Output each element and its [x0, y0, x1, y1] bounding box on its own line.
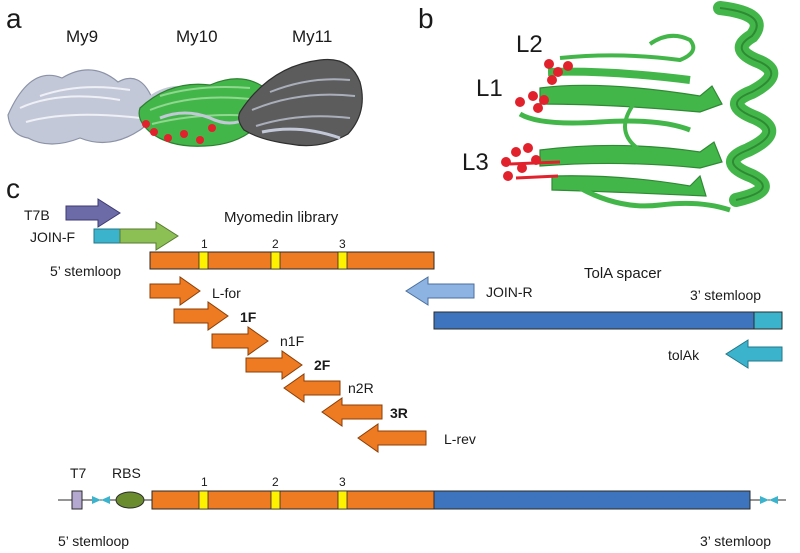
construct-t7-promoter	[71, 490, 83, 510]
primer-arrow-tolak	[725, 339, 783, 369]
tola-spacer-bar	[433, 311, 783, 330]
primer-label-l-rev: L-rev	[444, 431, 476, 447]
primer-arrow-n2r	[283, 373, 341, 403]
construct-rbs	[115, 491, 145, 509]
primer-label-tolak: tolAk	[668, 347, 700, 363]
construct-tola-segment	[433, 490, 751, 510]
primer-arrow-l-for	[149, 276, 201, 306]
panel-b: b L2 L1 L3	[418, 1, 779, 213]
primer-arrow-join-f	[93, 221, 179, 251]
library-title: Myomedin library	[224, 209, 339, 226]
primer-label-n2r: n2R	[348, 380, 374, 396]
construct-loop-number-1: 1	[201, 475, 208, 489]
construct-stemloop-5-label: 5’ stemloop	[58, 533, 129, 549]
library-loop-3	[337, 251, 348, 270]
loop-label-l1: L1	[476, 75, 503, 102]
loop-number-1: 1	[201, 237, 208, 251]
primer-label-join-r: JOIN-R	[486, 284, 533, 300]
panel-a: a My9 My10 My11	[6, 3, 363, 147]
panel-b-letter: b	[418, 3, 434, 34]
label-my10: My10	[176, 27, 218, 46]
primer-label-t7b: T7B	[24, 207, 50, 223]
label-my11: My11	[292, 27, 332, 46]
panel-a-letter: a	[6, 3, 22, 34]
myomedin-domain-structure	[501, 1, 779, 213]
construct-loop-number-2: 2	[272, 475, 279, 489]
construct-loop-3	[337, 490, 348, 510]
panel-c-letter: c	[6, 173, 20, 204]
primer-label-n1f: n1F	[280, 333, 304, 349]
loop-label-l2: L2	[516, 31, 543, 58]
construct-library-segment	[151, 490, 435, 510]
my11-domain-structure	[238, 58, 363, 147]
primer-arrow-l-rev	[357, 423, 427, 453]
spacer-title: TolA spacer	[584, 265, 662, 282]
primer-arrow-t7b	[65, 198, 121, 228]
library-bar	[149, 251, 435, 270]
construct-stemloop-3-label: 3’ stemloop	[700, 533, 771, 549]
primer-label-3r: 3R	[390, 405, 408, 421]
loop-number-2: 2	[272, 237, 279, 251]
stemloop-5-label: 5’ stemloop	[50, 263, 121, 279]
panel-c: c T7B JOIN-F Myomedin library 1 2 3 5’ s…	[6, 173, 786, 549]
primer-label-l-for: L-for	[212, 285, 241, 301]
construct-stemloop-3-icon	[760, 496, 778, 504]
construct-loop-number-3: 3	[339, 475, 346, 489]
construct-t7-label: T7	[70, 465, 87, 481]
construct-rbs-label: RBS	[112, 465, 141, 481]
construct-stemloop-5-icon	[92, 496, 110, 504]
primer-label-2f: 2F	[314, 357, 331, 373]
final-construct: T7 RBS 1 2 3 5’ stemloop 3’ stemloop	[58, 465, 786, 549]
primer-label-join-f: JOIN-F	[30, 229, 75, 245]
primer-arrow-1f	[173, 301, 229, 331]
label-my9: My9	[66, 27, 98, 46]
primer-arrow-join-r	[405, 276, 475, 306]
loop-label-l3: L3	[462, 149, 489, 176]
primer-arrow-3r	[321, 397, 383, 427]
primer-arrow-n1f	[211, 326, 269, 356]
stemloop-3-label: 3’ stemloop	[690, 287, 761, 303]
primer-arrow-2f	[245, 350, 303, 380]
construct-loop-2	[270, 490, 281, 510]
library-loop-2	[270, 251, 281, 270]
loop-number-3: 3	[339, 237, 346, 251]
primer-label-1f: 1F	[240, 309, 257, 325]
library-loop-1	[198, 251, 209, 270]
construct-loop-1	[198, 490, 209, 510]
